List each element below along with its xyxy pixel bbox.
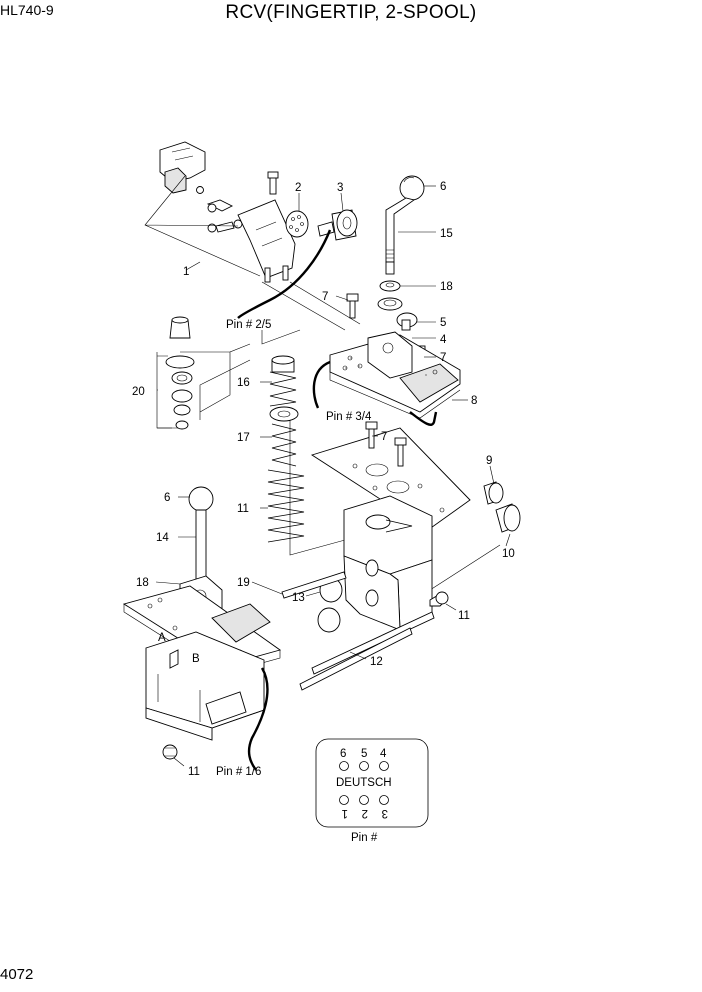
spring-seal-kit xyxy=(157,316,305,543)
callout-7-a: 7 xyxy=(322,291,328,303)
model-code: HL740-9 xyxy=(0,2,54,18)
callout-2: 2 xyxy=(295,182,301,194)
connector-caption: Pin # xyxy=(351,832,378,844)
callout-10: 10 xyxy=(502,548,515,560)
callout-4: 4 xyxy=(440,334,447,346)
pin-2-label: 2 xyxy=(362,807,368,819)
callout-7-c: 7 xyxy=(381,431,387,443)
callout-7-b: 7 xyxy=(440,352,446,364)
bracket-assembly xyxy=(159,141,358,319)
callout-3: 3 xyxy=(337,182,343,194)
pin-label-3-4: Pin # 3/4 xyxy=(326,411,372,423)
callout-16: 16 xyxy=(237,377,250,389)
page-number: 4072 xyxy=(0,966,34,983)
callout-labels: 1 2 3 4 5 6 6 7 7 7 8 9 10 11 11 11 12 1… xyxy=(132,181,515,778)
callout-14: 14 xyxy=(156,532,169,544)
pin-label-1-6: Pin # 1/6 xyxy=(216,766,261,778)
connector-name: DEUTSCH xyxy=(336,777,392,789)
lower-fingertip-lever: A B xyxy=(122,486,282,771)
page-title: RCV(FINGERTIP, 2-SPOOL) xyxy=(225,2,477,23)
callout-6-upper: 6 xyxy=(440,181,446,193)
callout-11-spring: 11 xyxy=(237,503,249,515)
callout-8: 8 xyxy=(471,395,477,407)
callout-19: 19 xyxy=(237,577,250,589)
callout-18-lower: 18 xyxy=(136,577,149,589)
callout-12: 12 xyxy=(370,656,383,668)
pin-5-label: 5 xyxy=(361,748,367,760)
callout-17: 17 xyxy=(237,432,250,444)
callout-20: 20 xyxy=(132,386,145,398)
pin-1-label: 1 xyxy=(342,807,348,819)
callout-11-right: 11 xyxy=(458,610,470,622)
callout-11-bottom: 11 xyxy=(188,766,200,778)
pin-6-label: 6 xyxy=(340,748,346,760)
pin-3-label: 3 xyxy=(382,807,388,819)
pin-4-label: 4 xyxy=(380,748,387,760)
callout-13: 13 xyxy=(292,592,305,604)
leader-lines xyxy=(155,185,511,767)
block-mark-b: B xyxy=(192,653,200,665)
pin-label-2-5: Pin # 2/5 xyxy=(226,319,271,331)
callout-15: 15 xyxy=(440,228,453,240)
callout-18-upper: 18 xyxy=(440,281,453,293)
block-mark-a: A xyxy=(158,632,166,644)
callout-1: 1 xyxy=(183,266,189,278)
upper-fingertip-lever xyxy=(312,175,461,426)
callout-5: 5 xyxy=(440,317,446,329)
valve-body xyxy=(281,421,521,691)
deutsch-connector: 6 5 4 DEUTSCH 1 2 3 Pin # xyxy=(315,738,429,844)
callout-9: 9 xyxy=(486,455,492,467)
callout-6-lower: 6 xyxy=(164,492,170,504)
